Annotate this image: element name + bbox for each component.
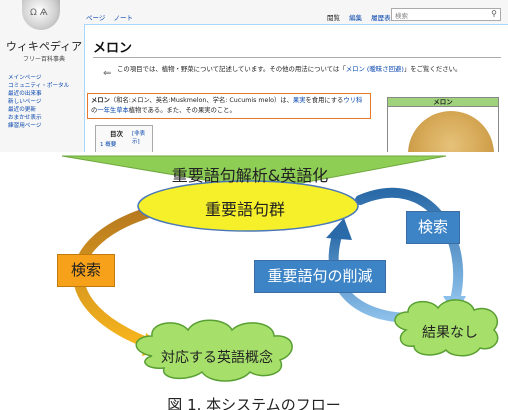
keyword-group-label: 重要語句群 (204, 200, 285, 219)
wikipedia-globe-logo[interactable] (22, 0, 60, 30)
disambiguation-link[interactable]: メロン (曖昧さ回避) (345, 65, 404, 73)
lead-link-herb[interactable]: 草本 (116, 106, 129, 114)
keyword-group-ellipse (137, 180, 359, 232)
english-concept-cloud (135, 319, 293, 382)
tab-history[interactable]: 履歴表示 (371, 14, 398, 22)
tab-talk[interactable]: ノート (113, 14, 133, 22)
lead-link-fruit[interactable]: 果実 (292, 97, 306, 104)
nav-item-new-pages[interactable]: 新しいページ (8, 99, 42, 105)
analysis-arrow-label: 重要語句解析&英語化 (171, 166, 329, 185)
tab-read[interactable]: 閲覧 (327, 14, 340, 22)
nav-item-sandbox[interactable]: 練習用ページ (8, 123, 42, 129)
lead-text-3: の (91, 106, 98, 114)
lead-link-annual[interactable]: 一年生 (97, 106, 117, 114)
hatnote: この項目では、植物・野菜について記述しています。その他の用法については「メロン … (117, 65, 497, 74)
tab-edit[interactable]: 編集 (349, 14, 363, 22)
search-input[interactable]: 検索 ⚲ (391, 8, 501, 21)
magnifier-icon[interactable]: ⚲ (491, 9, 497, 18)
search-box-right: 検索 (406, 211, 460, 244)
search-box-left: 検索 (57, 254, 115, 287)
toc-title: 目次 (110, 130, 123, 138)
wikipedia-screenshot: ウィキペディア フリー百科事典 メインページ コミュニティ・ポータル 最近の出来… (0, 0, 508, 152)
wiki-site-subtitle: フリー百科事典 (22, 56, 65, 63)
keyword-reduction-box: 重要語句の削減 (254, 260, 386, 293)
analysis-arrow (61, 155, 447, 191)
lead-link-cucurbitaceae[interactable]: ウリ科 (343, 97, 363, 104)
wiki-nav: メインページ コミュニティ・ポータル 最近の出来事 新しいページ 最近の更新 お… (8, 74, 69, 130)
no-result-cloud (394, 299, 499, 357)
nav-item-recent-changes[interactable]: 最近の更新 (8, 107, 36, 113)
wiki-sidebar: ウィキペディア フリー百科事典 メインページ コミュニティ・ポータル 最近の出来… (0, 0, 84, 152)
nav-item-community[interactable]: コミュニティ・ポータル (8, 83, 70, 89)
no-result-label: 結果なし (422, 325, 478, 341)
search-placeholder: 検索 (395, 12, 408, 20)
tab-page[interactable]: ページ (86, 14, 106, 22)
lead-bold-term: メロン (91, 97, 110, 104)
disambiguation-icon: ⇐ (103, 68, 112, 79)
wiki-article: メロン ⇐ この項目では、植物・野菜について記述しています。その他の用法について… (84, 24, 508, 152)
nav-item-current-events[interactable]: 最近の出来事 (8, 91, 42, 97)
nav-item-random[interactable]: おまかせ表示 (8, 115, 42, 121)
title-divider (93, 57, 501, 58)
toc-toggle[interactable]: [非表示] (132, 131, 146, 145)
wiki-tabs-left: ページ ノート (86, 12, 139, 22)
figure-caption: 図 1. 本システムのフロー (167, 396, 341, 410)
article-title: メロン (93, 41, 133, 56)
reduce-arrow-head (326, 218, 352, 240)
infobox-image[interactable] (387, 107, 499, 152)
wiki-site-title: ウィキペディア (5, 40, 83, 53)
english-concept-label: 対応する英語概念 (161, 350, 273, 366)
highlighted-lead-sentence: メロン（和名:メロン、英名:Muskmelon、学名: Cucumis melo… (87, 93, 371, 119)
nav-item-main-page[interactable]: メインページ (8, 75, 42, 81)
hatnote-text: この項目では、植物・野菜について記述しています。その他の用法については「 (117, 65, 346, 73)
wiki-tabs-right: 閲覧 編集 履歴表示 (327, 12, 404, 22)
lead-text-2: を食用にする (305, 97, 344, 104)
hatnote-text-end: 」をご覧ください。 (403, 65, 462, 73)
toc-item[interactable]: 1 概要 (100, 142, 117, 148)
lead-text-1: （和名:メロン、英名:Muskmelon、学名: Cucumis melo）は、 (109, 97, 293, 104)
table-of-contents: 目次 [非表示] 1 概要 (95, 125, 153, 152)
lead-text-4: 植物である。また、その果実のこと。 (128, 106, 236, 114)
infobox-title: メロン (387, 97, 499, 107)
